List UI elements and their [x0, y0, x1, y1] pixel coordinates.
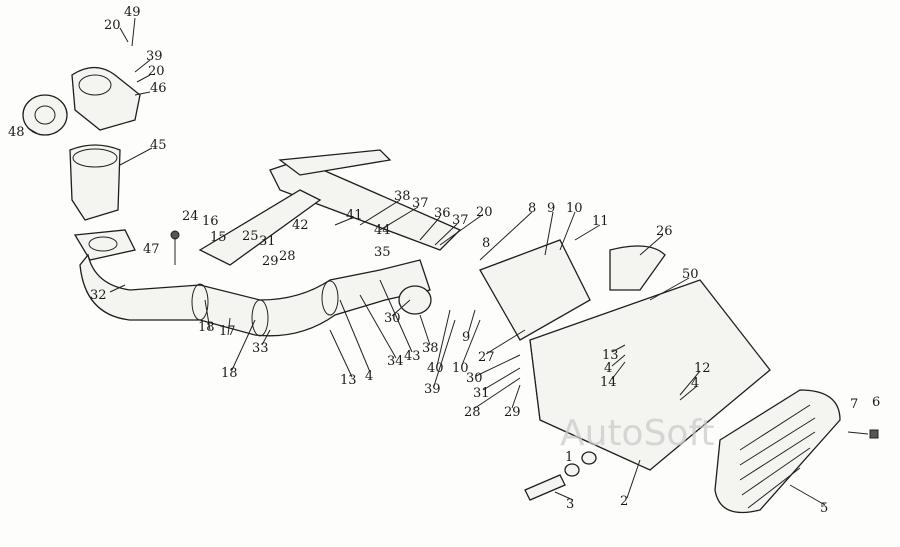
- callout-label: 36: [434, 206, 451, 221]
- callout-label: 48: [8, 125, 25, 140]
- callout-label: 31: [259, 234, 276, 249]
- callout-label: 29: [262, 254, 279, 269]
- leader-lines: [27, 17, 826, 506]
- callout-label: 20: [148, 64, 165, 79]
- callout-label: 5: [820, 501, 828, 516]
- callout-label: 33: [252, 341, 269, 356]
- callout-label: 8: [528, 201, 536, 216]
- callout-label: 42: [292, 218, 309, 233]
- callout-label: 49: [124, 5, 141, 20]
- callout-label: 40: [427, 361, 444, 376]
- callout-label: 14: [600, 375, 617, 390]
- callout-label: 11: [592, 214, 609, 229]
- callout-label: 43: [404, 349, 421, 364]
- callout-label: 30: [384, 311, 401, 326]
- callout-label: 31: [473, 386, 490, 401]
- callout-label: 20: [476, 205, 493, 220]
- callout-label: 4: [691, 376, 699, 391]
- callout-label: 30: [466, 371, 483, 386]
- callout-label: 39: [424, 382, 441, 397]
- callout-label: 20: [104, 18, 121, 33]
- callout-label: 44: [374, 223, 391, 238]
- callout-label: 12: [694, 361, 711, 376]
- exhaust-pipe: [79, 253, 432, 337]
- callout-label: 28: [464, 405, 481, 420]
- callout-label: 10: [452, 361, 469, 376]
- callout-label: 35: [374, 245, 391, 260]
- callout-label: 39: [146, 49, 163, 64]
- callout-label: 38: [394, 189, 411, 204]
- callout-label: 18: [221, 366, 238, 381]
- callout-label: 4: [604, 361, 612, 376]
- callout-label: 9: [547, 201, 555, 216]
- callout-label: 1: [565, 450, 573, 465]
- callout-label: 47: [143, 242, 160, 257]
- fasteners: [170, 230, 879, 501]
- callout-label: 13: [602, 348, 619, 363]
- callout-label: 50: [682, 267, 699, 282]
- frame-rail: [198, 149, 462, 266]
- callout-label: 13: [340, 373, 357, 388]
- callout-label: 24: [182, 209, 199, 224]
- callout-label: 16: [202, 214, 219, 229]
- callout-label: 8: [482, 236, 490, 251]
- callout-label: 38: [422, 341, 439, 356]
- muffler-body: [479, 239, 771, 471]
- callout-label: 7: [850, 397, 858, 412]
- callout-label: 9: [462, 330, 470, 345]
- callout-label: 46: [150, 81, 167, 96]
- callout-label: 27: [478, 350, 495, 365]
- callout-label: 17: [219, 324, 236, 339]
- callout-label: 3: [566, 497, 574, 512]
- callout-label: 15: [210, 230, 227, 245]
- callout-label: 26: [656, 224, 673, 239]
- callout-label: 10: [566, 201, 583, 216]
- watermark: AutoSoft: [560, 413, 715, 454]
- callout-label: 2: [620, 494, 628, 509]
- exhaust-elbow-flange: [22, 66, 141, 261]
- callout-label: 18: [198, 320, 215, 335]
- callout-label: 37: [412, 196, 429, 211]
- callout-label: 32: [90, 288, 107, 303]
- callout-label: 41: [346, 208, 363, 223]
- callout-label: 4: [365, 369, 373, 384]
- heat-shield: [714, 389, 841, 514]
- callout-label: 6: [872, 395, 880, 410]
- callout-label: 29: [504, 405, 521, 420]
- callout-label: 25: [242, 229, 259, 244]
- callout-label: 34: [387, 354, 404, 369]
- callout-label: 37: [452, 213, 469, 228]
- callout-label: 28: [279, 249, 296, 264]
- callout-label: 45: [150, 138, 167, 153]
